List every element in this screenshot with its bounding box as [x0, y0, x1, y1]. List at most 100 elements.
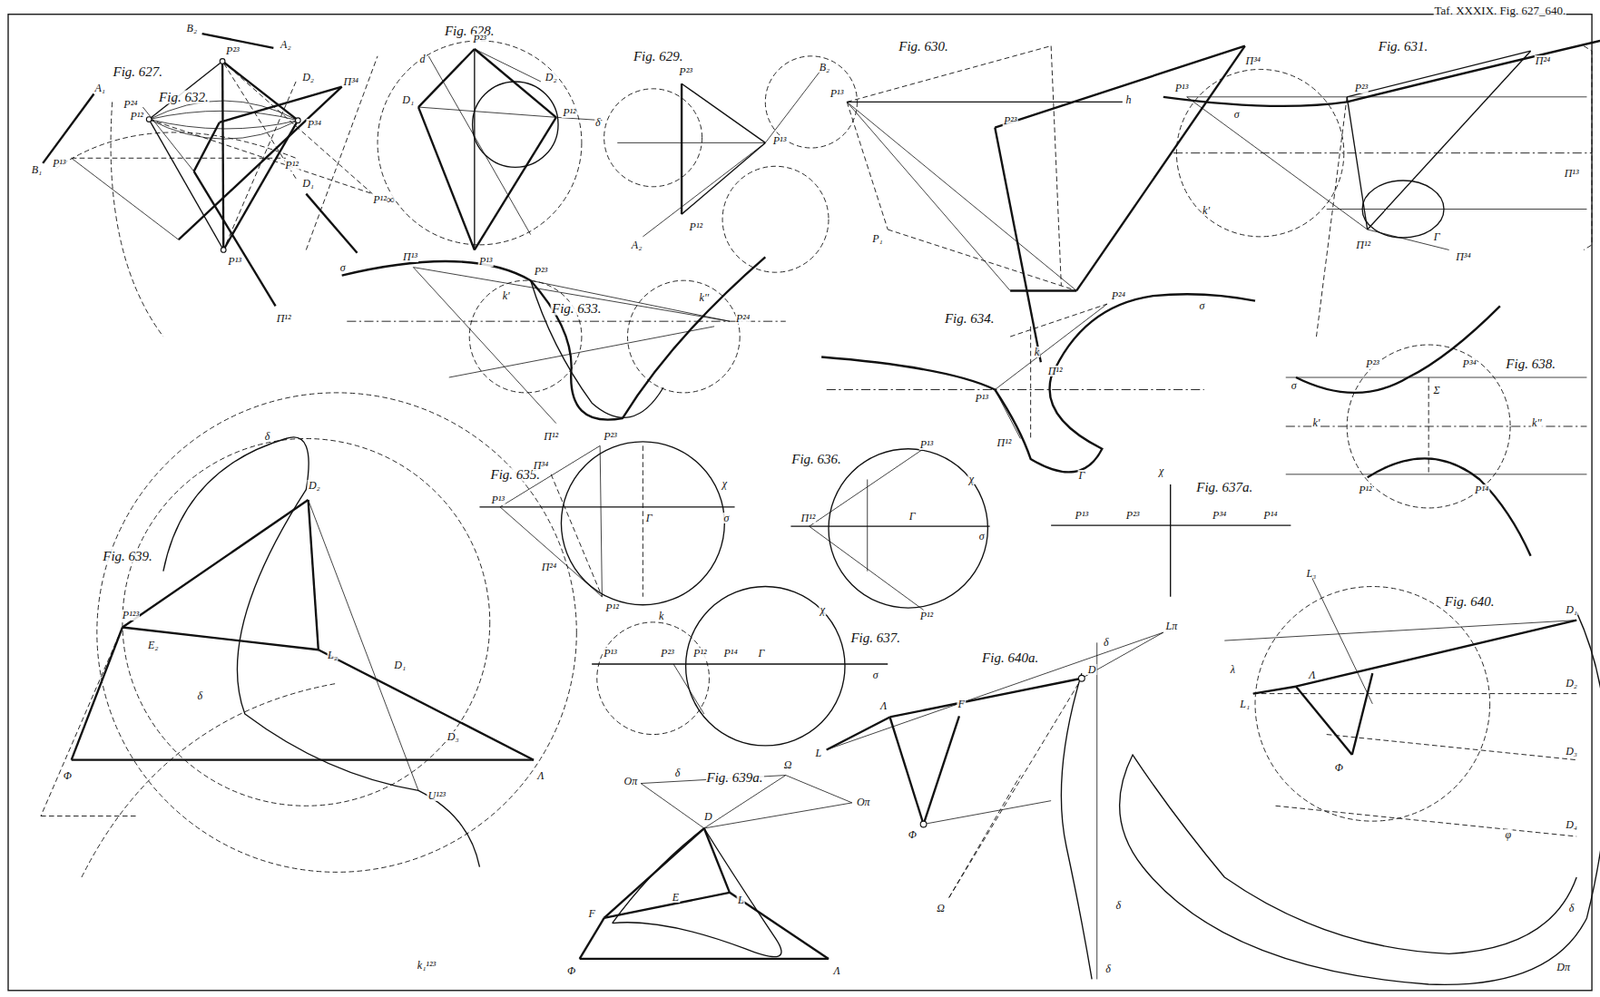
point-label: P¹³ — [1174, 82, 1190, 94]
figure-number: Fig. 640a. — [981, 651, 1040, 666]
point-label: Π³⁴ — [1454, 251, 1472, 263]
point-label: P¹² — [1357, 484, 1374, 496]
point-label: σ — [1290, 380, 1298, 392]
fig-639a-drawing-stroke — [612, 828, 782, 958]
fig-640-drawing — [1119, 576, 1600, 985]
fig-631-drawing-stroke — [1583, 46, 1592, 251]
point-label: k'' — [1531, 417, 1542, 429]
fig-631-drawing-stroke — [1367, 229, 1450, 250]
fig-636-drawing-stroke — [790, 526, 990, 528]
point-label: P¹² — [692, 647, 708, 659]
fig-640-drawing-stroke — [1255, 587, 1491, 823]
point-label: A₂ — [630, 239, 644, 251]
fig-640a-drawing-stroke — [1081, 632, 1164, 679]
point-label: k — [657, 610, 665, 622]
fig-627-drawing-stroke — [295, 117, 302, 124]
fig-640-drawing-stroke — [1253, 693, 1577, 695]
point-label: Λ — [832, 965, 841, 977]
point-label: P²³ — [1125, 510, 1141, 521]
point-label: Λ — [879, 700, 888, 712]
fig-631-drawing-stroke — [1187, 97, 1368, 230]
fig-633-drawing-stroke — [412, 267, 556, 424]
fig-640-drawing-stroke — [1311, 576, 1373, 705]
fig-633-drawing-stroke — [469, 280, 582, 393]
point-label: σ — [1233, 108, 1241, 120]
point-label: D₂ — [544, 71, 559, 83]
point-label: Π¹² — [542, 431, 560, 442]
point-label: P¹³ — [490, 494, 506, 506]
fig-629-drawing-stroke — [617, 142, 766, 144]
fig-639a-drawing — [579, 775, 853, 960]
point-label: E — [671, 892, 680, 904]
fig-629-drawing-stroke — [604, 88, 703, 187]
fig-639-drawing-stroke — [122, 438, 491, 806]
fig-634-drawing-stroke — [1010, 304, 1108, 337]
fig-632-drawing-stroke — [194, 171, 276, 306]
figure-number: Fig. 637a. — [1195, 480, 1254, 495]
fig-629-drawing — [604, 56, 858, 273]
fig-639a-drawing-stroke — [704, 803, 853, 829]
fig-629-drawing-stroke — [681, 142, 766, 215]
fig-634-drawing-stroke — [994, 304, 1108, 390]
fig-636-drawing-stroke — [866, 479, 868, 571]
fig-627-drawing-stroke — [220, 247, 226, 254]
fig-630-drawing-stroke — [994, 46, 1245, 128]
fig-639-drawing-stroke — [163, 437, 481, 868]
point-label: Φ — [62, 770, 73, 782]
point-label: Φ — [566, 965, 577, 977]
point-label: P¹³ — [1074, 510, 1090, 521]
fig-638-drawing-stroke — [1346, 344, 1511, 509]
point-label: B₁ — [30, 164, 44, 176]
point-label: P¹³ — [51, 157, 68, 169]
fig-631-drawing-stroke — [1367, 50, 1532, 230]
fig-636-drawing-stroke — [828, 449, 988, 609]
fig-631-drawing-stroke — [1326, 208, 1588, 210]
fig-639-drawing-stroke — [40, 628, 123, 817]
fig-637-drawing-stroke — [591, 663, 888, 665]
point-label: δ — [196, 690, 205, 702]
plate-drawing — [8, 14, 1600, 992]
point-label: P¹³ — [478, 255, 494, 267]
point-label: Oπ — [855, 796, 872, 808]
fig-639a-drawing-stroke — [579, 958, 829, 961]
point-label: P¹² — [128, 110, 145, 122]
point-label: δ — [1102, 637, 1110, 648]
point-label: A₂ — [279, 39, 293, 50]
point-label: Λ — [536, 770, 545, 782]
fig-639-drawing — [40, 392, 577, 878]
point-label: P²³ — [659, 647, 676, 659]
fig-628-drawing-stroke — [472, 81, 559, 167]
fig-640a-drawing-stroke — [1060, 673, 1092, 980]
fig-635-drawing-stroke — [550, 474, 602, 598]
fig-640-drawing-stroke — [1352, 673, 1373, 756]
fig-634-drawing-stroke — [1030, 326, 1031, 440]
point-label: Π³⁴ — [532, 460, 550, 472]
fig-638-drawing — [1285, 305, 1588, 556]
fig-638-drawing-stroke — [1285, 473, 1588, 475]
point-label: σ — [978, 530, 986, 542]
fig-632-drawing-stroke — [178, 87, 343, 241]
fig-631-drawing-stroke — [1315, 97, 1347, 337]
point-label: k₁¹²³ — [416, 960, 437, 972]
point-label: P³⁴ — [1211, 510, 1227, 521]
point-label: P¹² — [919, 610, 935, 622]
point-label: L — [814, 747, 823, 759]
point-label: L — [736, 894, 746, 906]
point-label: P²³ — [1002, 115, 1019, 127]
fig-629-drawing-stroke — [722, 166, 829, 273]
fig-628-drawing-stroke — [377, 40, 582, 246]
fig-638-drawing-stroke — [1295, 305, 1501, 393]
point-label: k — [1033, 346, 1041, 358]
point-label: P¹⁴ — [723, 647, 739, 659]
point-label: P²³ — [533, 265, 550, 277]
point-label: δ — [1104, 963, 1112, 975]
fig-640-drawing-stroke — [1326, 735, 1577, 761]
point-label: k' — [1201, 205, 1211, 216]
point-label: D₂ — [307, 480, 322, 491]
fig-627-drawing-stroke — [148, 110, 298, 129]
point-label: D₂ — [1564, 677, 1579, 689]
point-label: Γ — [756, 647, 766, 659]
figure-number: Fig. 636. — [790, 451, 843, 466]
point-label: L₃ — [1305, 568, 1317, 580]
plate-frame-stroke — [8, 14, 1592, 992]
